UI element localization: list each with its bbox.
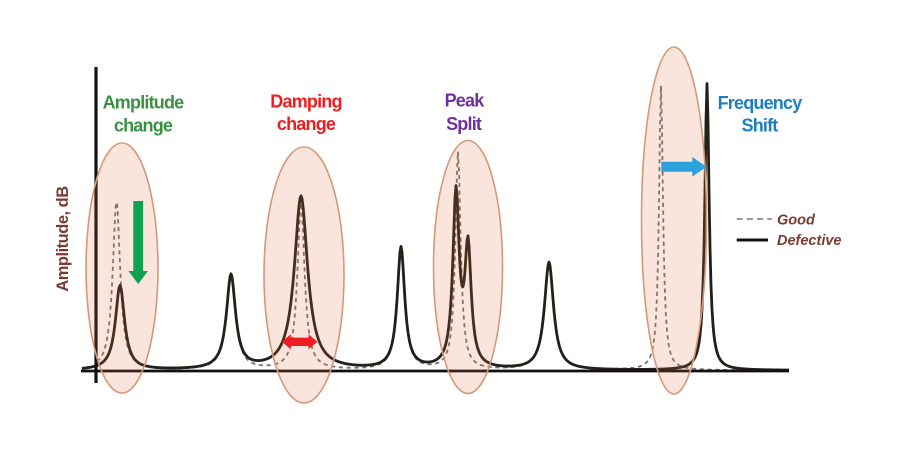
svg-text:Defective: Defective	[777, 233, 841, 249]
svg-text:change: change	[277, 114, 336, 134]
svg-text:change: change	[114, 116, 173, 136]
svg-text:Split: Split	[446, 114, 482, 134]
svg-text:Peak: Peak	[445, 91, 486, 111]
svg-text:Shift: Shift	[742, 115, 779, 135]
svg-text:Amplitude: Amplitude	[103, 92, 185, 112]
svg-text:Amplitude, dB: Amplitude, dB	[54, 186, 72, 292]
svg-text:Damping: Damping	[270, 91, 341, 111]
svg-text:Frequency: Frequency	[718, 93, 803, 113]
svg-text:Good: Good	[777, 212, 816, 228]
